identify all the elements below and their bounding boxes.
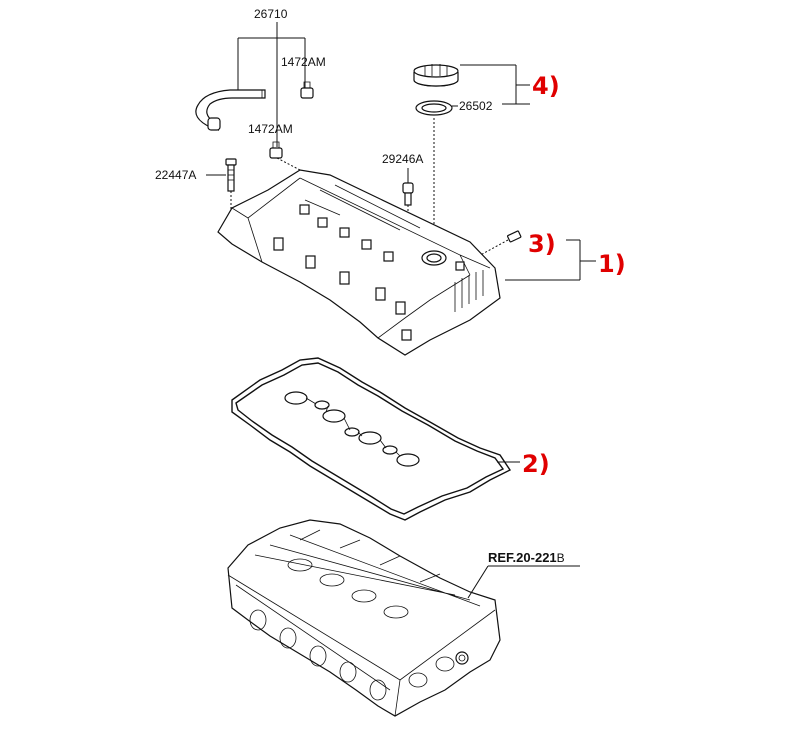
- bolt: [225, 158, 237, 192]
- label-sensor: 29246A: [382, 152, 423, 166]
- ref-label-prefix: REF.20-221: [488, 550, 557, 565]
- callout-cover: 1): [598, 250, 626, 278]
- ref-label-suffix: B: [557, 551, 565, 565]
- cap-seal: [415, 100, 453, 116]
- label-clamp-lower: 1472AM: [248, 122, 293, 136]
- callout-plug: 3): [528, 230, 556, 258]
- breather-hose: [195, 89, 266, 132]
- ref-leader: [467, 565, 580, 599]
- hose-leader-lines: [237, 22, 306, 147]
- cylinder-head: [227, 519, 501, 717]
- label-hose-26710: 26710: [254, 7, 288, 21]
- oil-filler-cap: [413, 64, 459, 87]
- label-clamp-upper: 1472AM: [281, 55, 326, 69]
- sensor: [402, 182, 414, 206]
- ref-label: REF.20-221B: [488, 550, 565, 565]
- callout-cap: 4): [532, 72, 560, 100]
- plug: [507, 230, 522, 243]
- cover-gasket: [231, 357, 512, 521]
- cylinder-head-cover: [217, 169, 501, 356]
- callout-gasket: 2): [522, 450, 550, 478]
- clamp-upper: [300, 81, 314, 99]
- cap-bracket: [452, 64, 530, 107]
- label-cap-seal: 26502: [459, 99, 493, 113]
- leader-clamp-lower: [276, 157, 301, 171]
- cover-bracket: [505, 239, 596, 281]
- label-bolt: 22447A: [155, 168, 196, 182]
- clamp-lower: [269, 141, 283, 159]
